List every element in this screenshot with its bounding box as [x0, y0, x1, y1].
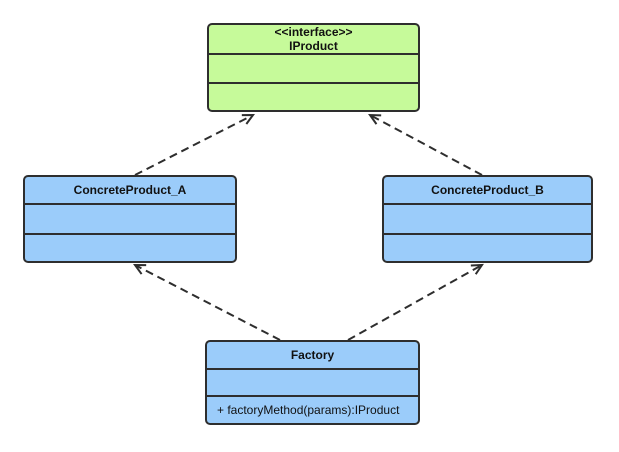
class-name-concreteproduct-a: ConcreteProduct_A [73, 183, 187, 197]
attributes-compartment-concreteproduct-b [384, 203, 591, 233]
attributes-compartment-concreteproduct-a [25, 203, 235, 233]
stereotype-label: <<interface>> [274, 25, 353, 39]
class-header-factory: Factory [207, 342, 418, 368]
dependency-arrow-factory-to-productb [347, 263, 484, 341]
class-header-iproduct: <<interface>> IProduct [209, 25, 418, 53]
factory-method-label: + factoryMethod(params):IProduct [217, 403, 400, 417]
realization-arrow-productb-to-iproduct [368, 113, 483, 176]
class-box-concreteproduct-a: ConcreteProduct_A [23, 175, 237, 263]
class-box-concreteproduct-b: ConcreteProduct_B [382, 175, 593, 263]
attributes-compartment-factory [207, 368, 418, 395]
class-name-iproduct: IProduct [289, 39, 338, 53]
class-name-factory: Factory [290, 348, 335, 362]
realization-arrow-producta-to-iproduct [134, 113, 255, 176]
class-name-concreteproduct-b: ConcreteProduct_B [431, 183, 544, 197]
class-header-concreteproduct-b: ConcreteProduct_B [384, 177, 591, 203]
class-box-factory: Factory + factoryMethod(params):IProduct [205, 340, 420, 425]
operations-compartment-factory: + factoryMethod(params):IProduct [207, 395, 418, 423]
operations-compartment-concreteproduct-a [25, 233, 235, 261]
operations-compartment-iproduct [209, 82, 418, 110]
dependency-arrow-factory-to-producta [133, 263, 281, 341]
operations-compartment-concreteproduct-b [384, 233, 591, 261]
class-header-concreteproduct-a: ConcreteProduct_A [25, 177, 235, 203]
class-box-iproduct: <<interface>> IProduct [207, 23, 420, 112]
attributes-compartment-iproduct [209, 53, 418, 82]
